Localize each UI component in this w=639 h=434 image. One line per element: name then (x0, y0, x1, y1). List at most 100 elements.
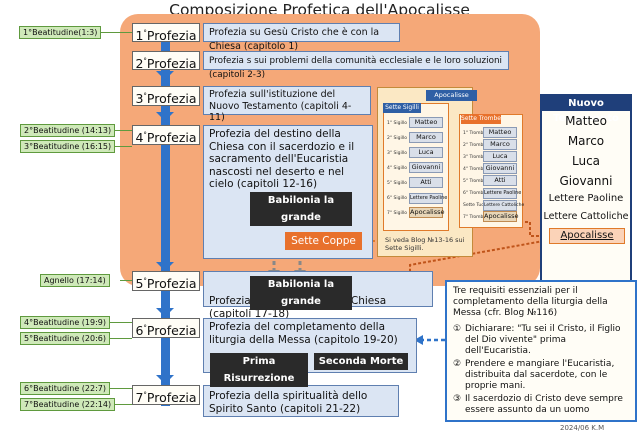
profezia-number: 6 (135, 323, 144, 339)
tromba-number: 7° Tromba (463, 215, 487, 220)
profezia-6-text: Profezia del completamento della liturgi… (209, 321, 398, 346)
tromba-number: 3° Tromba (463, 155, 487, 160)
nt-item-apocalisse: Apocalisse (549, 228, 625, 244)
profezia-4-text: Profezia del destino della Chiesa con il… (209, 128, 355, 190)
arrow-left-icon (414, 335, 423, 345)
profezia-number: 4 (135, 130, 144, 146)
profezia-number: 2 (135, 56, 144, 72)
profezia-number: 3 (135, 91, 144, 107)
profezia-label: Profezia (146, 276, 197, 292)
profezia-2-box: 2°Profezia (132, 51, 200, 72)
nt-item-luca: Luca (571, 154, 601, 168)
arrow-down-icon (156, 262, 174, 271)
tromba-book: Lettere Paoline (483, 188, 521, 199)
tromba-book: Apocalisse (483, 211, 519, 222)
profezia-7-desc: Profezia della spiritualità dello Spirit… (203, 385, 399, 417)
nt-item-lettere-cattoliche: Lettere Cattoliche (543, 211, 629, 222)
requisito-mark: ② (453, 359, 462, 369)
tromba-number: 4° Tromba (463, 167, 487, 172)
profezia-4-box: 4°Profezia (132, 125, 200, 145)
sigillo-number: 3° Sigillo (387, 151, 408, 156)
tromba-number: 1° Tromba (463, 131, 487, 136)
profezia-3-desc: Profezia sull'istituzione del Nuovo Test… (203, 86, 371, 123)
profezia-7-box: 7°Profezia (132, 385, 200, 405)
sigillo-book: Lettere Paoline (409, 193, 447, 204)
profezia-label: Profezia (146, 56, 197, 72)
requisito-text: Dichiarare: "Tu sei il Cristo, il Figlio… (465, 324, 621, 356)
profezia-label: Profezia (146, 91, 197, 107)
dashed-link-nt-apoc (524, 221, 549, 237)
profezia-3-box: 3°Profezia (132, 86, 200, 106)
tromba-book: Matteo (483, 127, 517, 138)
arrow-down-icon (156, 375, 174, 384)
nuovo-testamento-title: Nuovo Testamento (542, 96, 630, 124)
beatitude-connector (100, 32, 132, 33)
babilonia-label-1: Babilonia la grande (250, 192, 352, 226)
beatitude-label-5: 5°Beatitudine (20:6) (20, 332, 111, 345)
profezia-label: Profezia (146, 130, 197, 146)
nt-item-marco: Marco (567, 134, 605, 148)
babilonia-label-2: Babilonia la grande (250, 276, 352, 310)
sigillo-number: 5° Sigillo (387, 181, 408, 186)
profezia-6-box: 6°Profezia (132, 318, 200, 338)
beatitude-label-6: 6°Beatitudine (22:7) (20, 382, 111, 395)
sigillo-book: Atti (409, 177, 443, 188)
beatitude-connector (110, 130, 132, 131)
profezia-number: 5 (135, 276, 144, 292)
sigillo-book: Apocalisse (409, 207, 445, 218)
tromba-row: 6° TrombaLettere Paoline (463, 187, 521, 199)
requisito-mark: ① (453, 324, 462, 334)
tromba-book: Lettere Cattoliche (483, 200, 524, 211)
beatitude-connector (110, 146, 132, 147)
profezia-6-desc: Profezia del completamento della liturgi… (203, 318, 417, 373)
beatitude-connector (110, 404, 132, 405)
tromba-book: Atti (483, 175, 517, 186)
sigillo-number: 1° Sigillo (387, 121, 408, 126)
profezia-5-box: 5°Profezia (132, 271, 200, 291)
sigilli-column-title: Sette Sigilli (383, 103, 421, 113)
nuovo-testamento-box (540, 94, 632, 288)
nt-item-matteo: Matteo (565, 114, 607, 128)
sigillo-number: 7° Sigillo (387, 211, 408, 216)
sigillo-book: Matteo (409, 117, 443, 128)
date-stamp: 2024/06 K.M (560, 424, 605, 432)
tromba-number: 5° Tromba (463, 179, 487, 184)
tromba-number: 6° Tromba (463, 191, 487, 196)
arrow-down-icon (156, 308, 174, 317)
tromba-row: 7° TrombaApocalisse (463, 211, 519, 222)
arrow-down-icon (156, 71, 174, 80)
sigillo-number: 2° Sigillo (387, 136, 408, 141)
profezia-number: 1 (135, 28, 144, 44)
sigillo-number: 6° Sigillo (387, 196, 408, 201)
profezia-label: Profezia (146, 323, 197, 339)
beatitude-label-3: 3°Beatitudine (16:15) (20, 140, 116, 153)
nt-item-lettere-paoline: Lettere Paoline (548, 193, 624, 204)
nt-item-giovanni: Giovanni (559, 174, 613, 188)
requisito-text: Prendere e mangiare l'Eucaristia, distri… (465, 359, 615, 391)
beatitude-label-4: 4°Beatitudine (19:9) (20, 316, 111, 329)
apocalisse-panel-title: Apocalisse (426, 90, 477, 101)
trombe-column-title: Sette Trombe (461, 114, 501, 124)
timeline-spine (161, 36, 170, 406)
profezia-1-box: 1°Profezia (132, 23, 200, 44)
requisito-text: Il sacerdozio di Cristo deve sempre esse… (465, 394, 623, 415)
sigillo-book: Giovanni (409, 162, 443, 173)
tromba-row: Sette TuoniLettere Cattoliche (463, 199, 524, 211)
beatitude-connector (106, 338, 132, 339)
sette-coppe-label: Sette Coppe (285, 232, 362, 250)
dashed-link-nt-profezia (409, 239, 550, 272)
profezia-1-desc: Profezia su Gesù Cristo che è con la Chi… (203, 23, 400, 52)
sigillo-book: Luca (409, 147, 443, 158)
profezia-2-desc: Profezia s sui problemi della comunità e… (203, 51, 509, 80)
